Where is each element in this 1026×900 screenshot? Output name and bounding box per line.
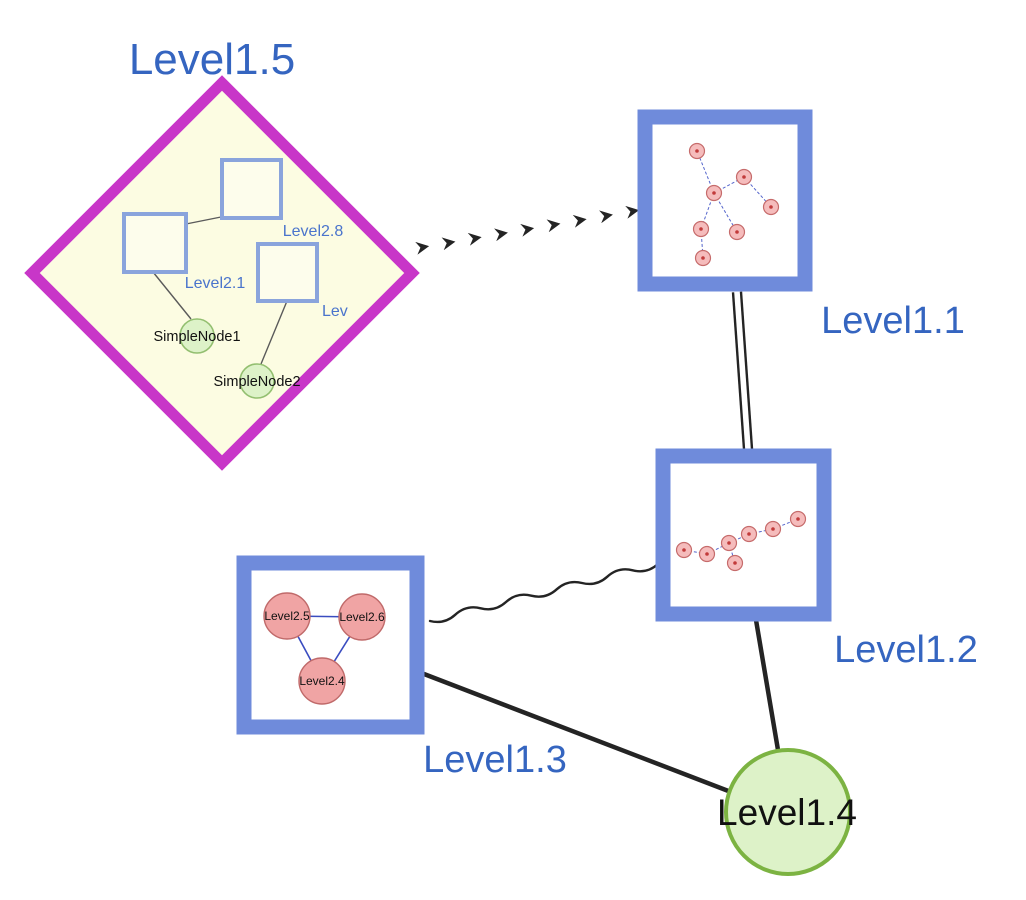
mini-node-dot-level1_1-6 [701,256,705,260]
mini-node-dot-level1_2-1 [705,552,709,556]
labels: Level1.5Level2.8Level2.1LevSimpleNode1Si… [129,35,978,833]
inner-node-level2_1[interactable] [122,212,188,274]
mini-node-dot-level1_1-0 [712,191,716,195]
node-level1_4[interactable] [724,748,852,876]
tri-label-level2_5: Level2.5 [264,609,310,623]
mini-node-dot-level1_1-5 [699,227,703,231]
mini-node-dot-level1_2-2 [727,541,731,545]
inner-label-simpleNode2: SimpleNode2 [213,374,300,390]
tri-label-level2_6: Level2.6 [339,610,385,624]
edge-l13-to-l12[interactable] [428,562,660,624]
group-label-level1_5: Level1.5 [129,35,295,84]
inner-label-level2_x: Lev [322,303,348,320]
edge-l12-to-l14[interactable] [753,617,781,753]
tri-node-level2_5[interactable] [263,592,311,640]
mini-node-dot-level1_1-3 [769,205,773,209]
inner-node-level2_x[interactable] [256,242,319,303]
inner-label-level2_8: Level2.8 [283,223,344,240]
mini-edge-level1_2-0 [683,549,708,555]
mini-node-dot-level1_2-3 [747,532,751,536]
tri-node-level2_4[interactable] [298,657,346,705]
inner-edge-0 [180,215,227,226]
node-label-level1_4: Level1.4 [717,792,857,833]
node-label-level1_2: Level1.2 [834,629,978,671]
inner-edge-1 [152,271,192,320]
mini-node-dot-level1_1-1 [695,149,699,153]
edge-l13-to-l14[interactable] [421,671,734,795]
edge-l11-to-l12-line1 [739,291,754,449]
mini-node-dot-level1_1-4 [735,230,739,234]
mini-edge-level1_2-2 [728,533,750,544]
group-node-level1_5[interactable] [24,75,420,471]
inner-graphs [122,142,807,705]
node-level1_1[interactable] [637,109,813,292]
inner-label-simpleNode1: SimpleNode1 [153,329,240,345]
tri-node-level2_6[interactable] [338,593,386,641]
node-label-level1_3: Level1.3 [423,739,567,781]
edge-l11-to-l12-line0[interactable] [731,292,746,450]
edge-group-to-l11[interactable] [415,205,640,255]
mini-node-dot-level1_1-2 [742,175,746,179]
inner-node-simpleNode2[interactable] [239,363,275,399]
mini-node-dot-level1_2-0 [682,548,686,552]
inner-edge-2 [260,300,288,365]
inner-label-level2_1: Level2.1 [185,275,246,292]
inner-node-level2_8[interactable] [220,158,283,220]
mini-node-dot-level1_2-5 [796,517,800,521]
mini-node-dot-level1_2-4 [771,527,775,531]
mini-node-dot-level1_2-6 [733,561,737,565]
tri-label-level2_4: Level2.4 [299,674,345,688]
inner-node-simpleNode1[interactable] [179,318,215,354]
node-label-level1_1: Level1.1 [821,300,965,342]
top-level-edges [415,205,781,795]
